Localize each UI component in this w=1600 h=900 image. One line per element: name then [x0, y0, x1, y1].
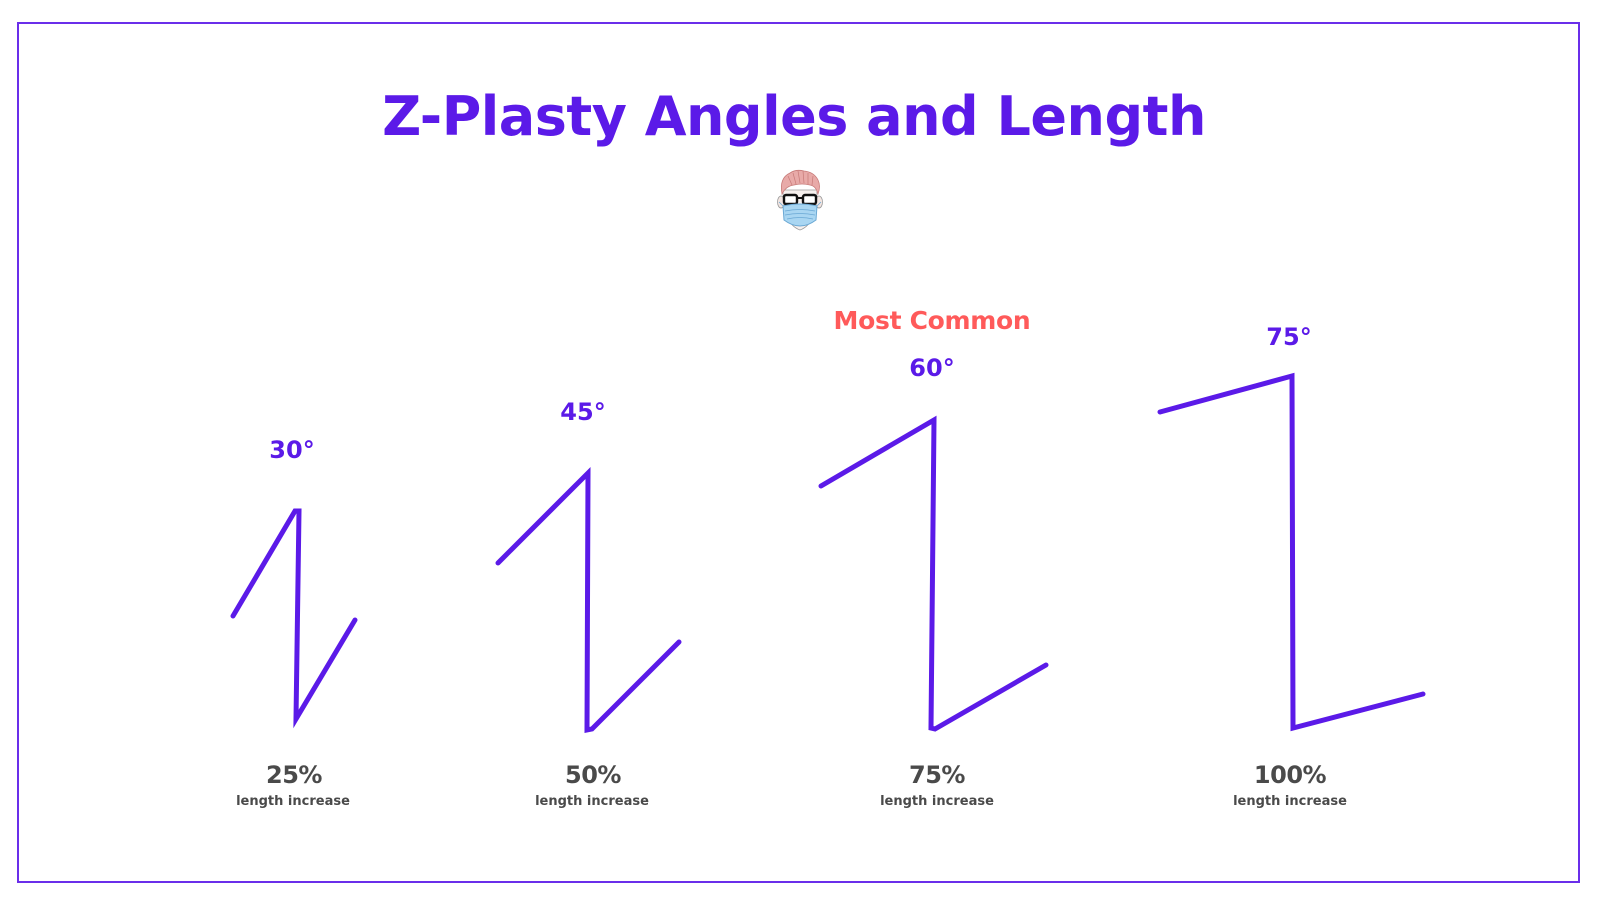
- z-shape-75: [1157, 372, 1426, 732]
- masked-surgeon-avatar-icon: [777, 169, 823, 231]
- z-shape-30: [230, 508, 358, 729]
- z-shape-45: [495, 466, 682, 734]
- increase-value-25: 25%: [266, 761, 322, 789]
- increase-caption-75: length increase: [880, 794, 994, 809]
- increase-value-75: 75%: [909, 761, 965, 789]
- angle-label-30: 30°: [269, 436, 315, 464]
- page-title: Z-Plasty Angles and Length: [382, 85, 1206, 148]
- angle-label-45: 45°: [560, 398, 606, 426]
- increase-value-100: 100%: [1253, 761, 1327, 789]
- angle-label-60: 60°: [909, 354, 955, 382]
- increase-caption-50: length increase: [535, 794, 649, 809]
- border-frame: [17, 22, 1580, 883]
- increase-caption-100: length increase: [1233, 794, 1347, 809]
- increase-value-50: 50%: [565, 761, 621, 789]
- angle-label-75: 75°: [1266, 323, 1312, 351]
- increase-caption-25: length increase: [236, 794, 350, 809]
- most-common-badge: Most Common: [833, 306, 1031, 335]
- z-shape-60: [818, 415, 1049, 732]
